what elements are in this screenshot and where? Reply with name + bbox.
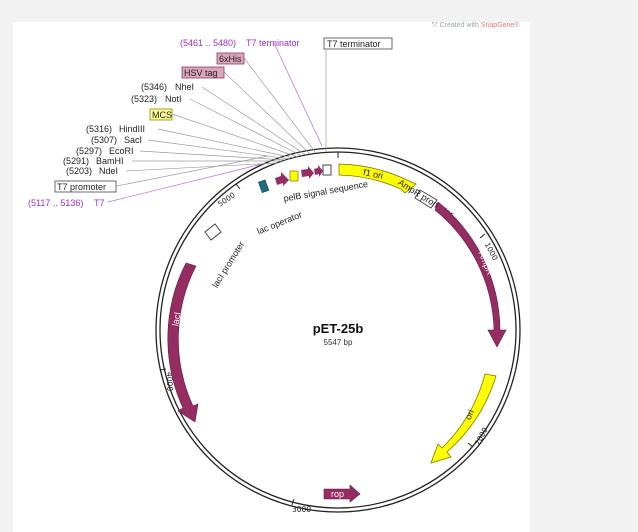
laci-label: lacI xyxy=(170,311,182,327)
pelb-arrow[interactable] xyxy=(301,166,314,179)
tick-label-4000: 4000 xyxy=(165,372,174,391)
callout-t7-promoter-box xyxy=(54,180,117,193)
snapgene-logo-icon: ⤲ xyxy=(432,22,438,29)
tick-label-2000: 2000 xyxy=(473,426,490,447)
callout-mcs-box xyxy=(149,108,173,121)
ampr-feature[interactable] xyxy=(434,201,507,348)
t7-terminator-feature[interactable] xyxy=(322,164,332,176)
callout-ecori-pos: (5297) xyxy=(76,146,102,156)
tick-marks xyxy=(159,152,486,506)
callout-bamhi-pos: (5291) xyxy=(63,156,89,166)
snapgene-watermark: ⤲ Created with SnapGene® xyxy=(432,22,520,29)
lac-operator-feature[interactable] xyxy=(258,179,270,194)
tick-label-3000: 3000 xyxy=(292,505,311,514)
ampr-promoter-feature[interactable] xyxy=(414,189,438,209)
callout-6xhis: 6xHis xyxy=(219,54,242,64)
plasmid-size: 5547 bp xyxy=(324,338,353,347)
callout-6xhis-box xyxy=(216,52,245,65)
his-tag-arrow[interactable] xyxy=(314,165,323,177)
callout-t7-ter: T7 terminator xyxy=(246,38,300,48)
callout-noti-pos: (5323) xyxy=(131,94,157,104)
leader-lines xyxy=(107,42,327,203)
mcs-feature[interactable] xyxy=(289,170,299,182)
callout-hindiii: HindIII xyxy=(119,124,145,134)
callout-mcs: MCS xyxy=(152,110,172,120)
backbone-outer xyxy=(155,147,521,513)
callout-ndei-pos: (5203) xyxy=(66,166,92,176)
callout-t7-ter-range: (5461 .. 5480) xyxy=(180,38,236,48)
callout-hsv-tag-box xyxy=(181,66,225,79)
rop-feature[interactable] xyxy=(323,484,361,503)
ori-label: ori xyxy=(463,408,476,421)
rop-label: rop xyxy=(331,489,344,499)
callout-t7-terminator: T7 terminator xyxy=(327,39,381,49)
callout-saci: SacI xyxy=(124,135,142,145)
callout-nhei-pos: (5346) xyxy=(141,82,167,92)
callout-nhei: NheI xyxy=(175,82,194,92)
callouts: (5461 .. 5480) T7 terminator T7 terminat… xyxy=(28,37,393,208)
t7-promoter-arrow[interactable] xyxy=(275,172,289,186)
f1-ori-feature[interactable] xyxy=(338,163,417,194)
laci-promoter-feature[interactable] xyxy=(204,223,222,241)
callout-t7-range: (5117 .. 5136) xyxy=(28,198,83,208)
ori-feature[interactable] xyxy=(430,373,497,464)
callout-saci-pos: (5307) xyxy=(91,135,117,145)
callout-ndei: NdeI xyxy=(99,166,118,176)
plasmid-name: pET-25b xyxy=(313,321,364,336)
f1-ori-label: f1 ori xyxy=(362,167,384,181)
laci-promoter-label: lacI promoter xyxy=(210,240,246,290)
pelb-label: pelB signal sequence xyxy=(283,179,369,204)
callout-t7-promoter: T7 promoter xyxy=(57,182,106,192)
callout-bamhi: BamHI xyxy=(96,156,124,166)
callout-t7-terminator-box xyxy=(323,37,393,50)
callout-ecori: EcoRI xyxy=(109,146,134,156)
callout-hindiii-pos: (5316) xyxy=(86,124,112,134)
callout-hsv-tag: HSV tag xyxy=(184,68,218,78)
laci-feature[interactable] xyxy=(167,262,199,423)
callout-t7: T7 xyxy=(94,198,105,208)
lac-operator-label: lac operator xyxy=(256,209,304,236)
callout-noti: NotI xyxy=(165,94,182,104)
